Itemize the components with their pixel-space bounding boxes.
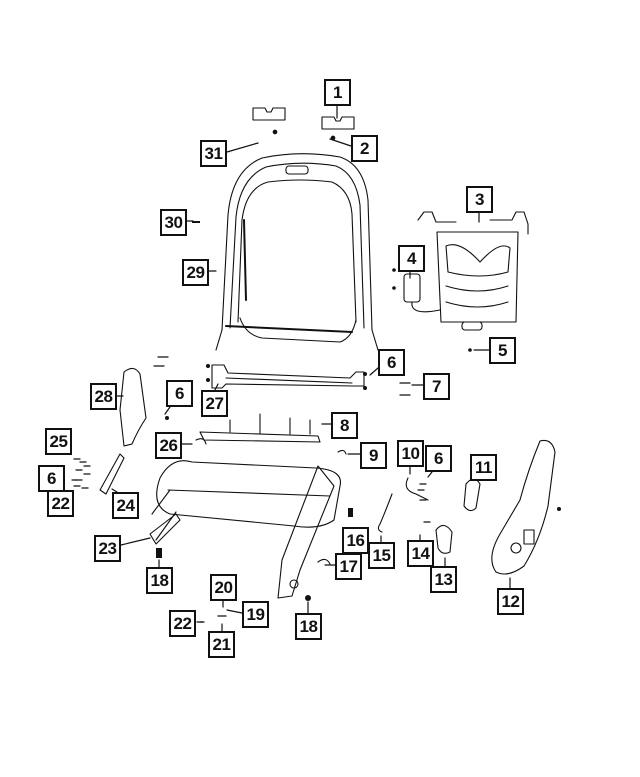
screws: [73, 356, 431, 623]
callout-10[interactable]: 10: [397, 440, 424, 467]
callout-7[interactable]: 7: [423, 373, 450, 400]
seat-switch: [463, 478, 481, 512]
callout-25[interactable]: 25: [45, 428, 72, 455]
callout-26[interactable]: 26: [155, 432, 182, 459]
callout-29[interactable]: 29: [182, 259, 209, 286]
callout-4[interactable]: 4: [398, 245, 425, 272]
callout-23[interactable]: 23: [94, 535, 121, 562]
callout-6[interactable]: 6: [378, 349, 405, 376]
callout-12[interactable]: 12: [497, 588, 524, 615]
seat-side-bracket: [119, 367, 147, 447]
callout-31[interactable]: 31: [200, 140, 227, 167]
callout-22[interactable]: 22: [169, 610, 196, 637]
lumbar-support: [417, 211, 529, 331]
head-restraint-guide-brackets: [252, 107, 355, 141]
callout-8[interactable]: 8: [331, 412, 358, 439]
callout-1[interactable]: 1: [324, 79, 351, 106]
callout-24[interactable]: 24: [112, 492, 139, 519]
callout-30[interactable]: 30: [160, 209, 187, 236]
callout-5[interactable]: 5: [489, 337, 516, 364]
seat-back-frame: [215, 153, 379, 351]
lower-cross-tube: [211, 364, 365, 389]
callout-13[interactable]: 13: [430, 566, 457, 593]
leader-lines: [71, 105, 511, 632]
callout-22[interactable]: 22: [47, 490, 74, 517]
lumbar-motor: [403, 273, 441, 313]
callout-6[interactable]: 6: [425, 445, 452, 472]
fasteners: [156, 221, 561, 601]
callout-3[interactable]: 3: [466, 186, 493, 213]
callout-15[interactable]: 15: [368, 542, 395, 569]
callout-6[interactable]: 6: [166, 380, 193, 407]
cushion-suspension: [199, 413, 321, 443]
callout-28[interactable]: 28: [90, 383, 117, 410]
callout-16[interactable]: 16: [342, 527, 369, 554]
callout-20[interactable]: 20: [210, 574, 237, 601]
callout-2[interactable]: 2: [351, 135, 378, 162]
wire-harness: [377, 477, 429, 533]
callout-17[interactable]: 17: [335, 553, 362, 580]
callout-6[interactable]: 6: [38, 465, 65, 492]
callout-19[interactable]: 19: [242, 601, 269, 628]
callout-14[interactable]: 14: [407, 540, 434, 567]
callout-27[interactable]: 27: [201, 390, 228, 417]
small-clips: [195, 438, 347, 565]
lumbar-switch: [435, 524, 453, 554]
callout-11[interactable]: 11: [470, 454, 497, 481]
callout-9[interactable]: 9: [360, 442, 387, 469]
callout-18[interactable]: 18: [146, 567, 173, 594]
seat-adjuster-frame: [149, 460, 342, 599]
release-bracket: [99, 453, 125, 495]
callout-21[interactable]: 21: [208, 631, 235, 658]
callout-18[interactable]: 18: [295, 613, 322, 640]
side-shield-panel: [491, 439, 556, 575]
